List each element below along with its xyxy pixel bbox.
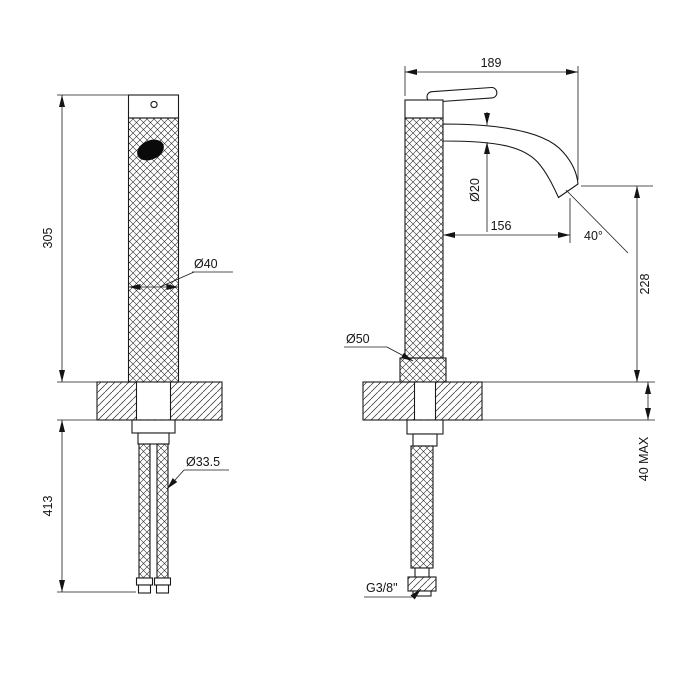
dim-base-diameter-label: Ø50: [346, 332, 370, 346]
side-mounting-nut: [406, 419, 444, 447]
side-view: 189 Ø20 156 40° 228 Ø50 40 MAX: [344, 56, 655, 600]
side-faucet-body: [399, 86, 579, 383]
front-view: 305 413 Ø40 Ø33.5: [41, 94, 233, 594]
side-base-flange: [399, 357, 447, 383]
dim-hose-length-label: 413: [41, 496, 55, 517]
side-lever-handle: [426, 86, 498, 103]
side-top-cap: [404, 99, 444, 119]
front-hose-right: [156, 443, 169, 579]
front-faucet-body: [127, 94, 180, 383]
dim-spout-diameter-label: Ø20: [468, 178, 482, 202]
dim-reach-label: 156: [491, 219, 512, 233]
front-tailpiece-gap: [136, 382, 171, 420]
side-hose: [410, 445, 434, 569]
dim-deck-thickness-label: 40 MAX: [637, 436, 651, 481]
front-dimensions: 305 413 Ø40 Ø33.5: [41, 94, 233, 593]
side-tailpiece-gap: [414, 382, 436, 420]
dim-body-diameter-label: Ø40: [194, 257, 218, 271]
front-lever-opening: [137, 139, 164, 161]
front-mounting-nut: [131, 419, 176, 445]
side-deck: [362, 381, 655, 421]
dim-hose-diameter-label: Ø33.5: [186, 455, 220, 469]
side-dimensions: 189 Ø20 156 40° 228 Ø50 40 MAX: [344, 56, 653, 600]
front-hose-left: [138, 443, 151, 579]
front-flex-hoses: [135, 443, 172, 594]
dim-height-above-deck-label: 305: [41, 228, 55, 249]
side-spout: [442, 123, 579, 199]
side-flex-hose: [407, 445, 437, 597]
dim-spout-height-label: 228: [638, 274, 652, 295]
dim-angle-label: 40°: [584, 229, 603, 243]
cap-hole-icon: [150, 100, 158, 109]
dim-thread-label: G3/8": [366, 581, 398, 595]
front-knurled-column: [127, 117, 180, 383]
dim-depth-label: 189: [481, 56, 502, 70]
thread-connector: [407, 576, 437, 592]
front-deck: [96, 381, 223, 421]
side-knurled-column: [404, 117, 444, 359]
spout-angle-line: [565, 189, 629, 254]
